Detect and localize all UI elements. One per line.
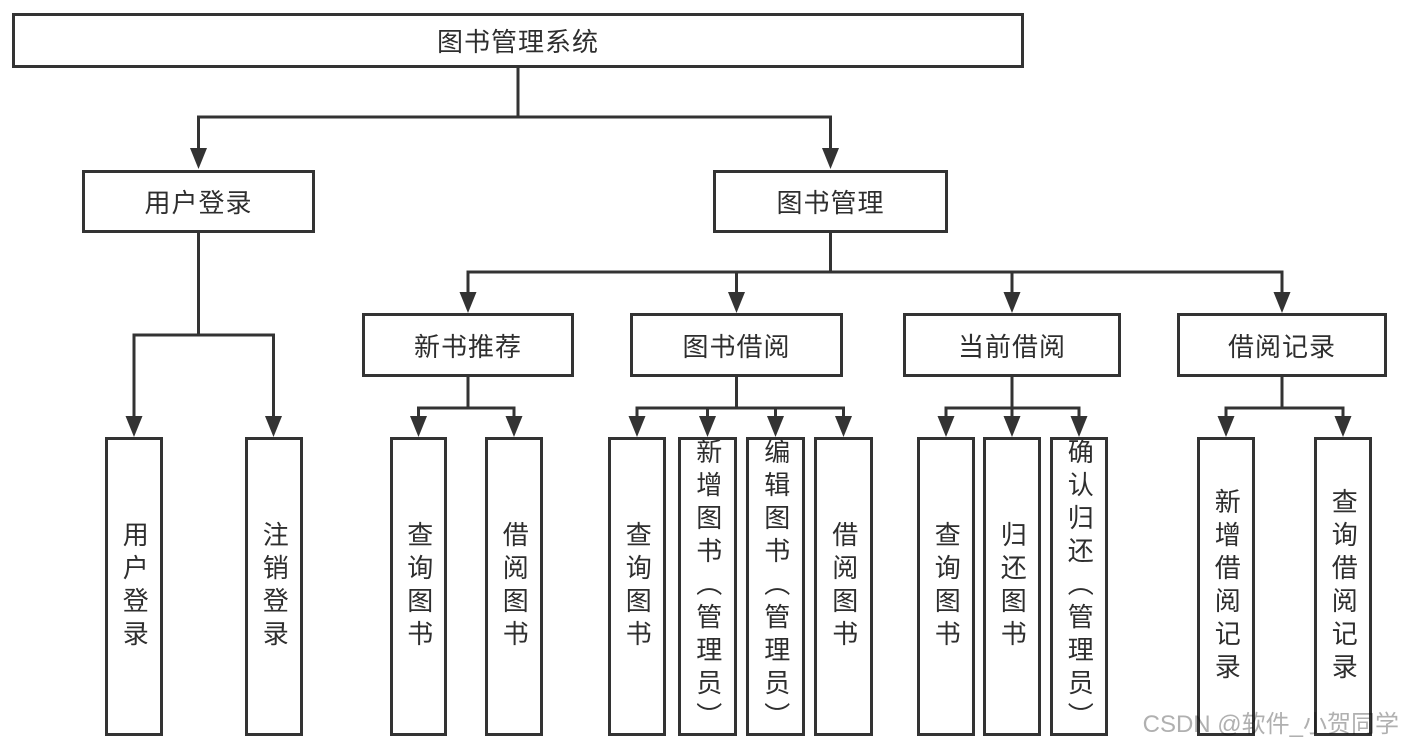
connector-book-borrow bbox=[628, 377, 852, 437]
node-leaf-query-books-recommend: 查询图书 bbox=[390, 437, 447, 736]
node-book-borrow: 图书借阅 bbox=[630, 313, 843, 377]
node-leaf-add-book-admin: 新增图书（管理员） bbox=[678, 437, 737, 736]
node-leaf-edit-book-admin: 编辑图书（管理员） bbox=[746, 437, 805, 736]
node-leaf-query-borrow-record: 查询借阅记录 bbox=[1314, 437, 1372, 736]
node-new-book-recommend: 新书推荐 bbox=[362, 313, 574, 377]
node-book-management: 图书管理 bbox=[713, 170, 948, 233]
node-leaf-logout: 注销登录 bbox=[245, 437, 303, 736]
node-leaf-confirm-return-admin: 确认归还（管理员） bbox=[1050, 437, 1108, 736]
node-leaf-borrow-books-recommend: 借阅图书 bbox=[485, 437, 543, 736]
connector-current-borrow bbox=[937, 377, 1088, 437]
node-library-system: 图书管理系统 bbox=[12, 13, 1024, 68]
node-leaf-query-books-borrow: 查询图书 bbox=[608, 437, 666, 736]
node-leaf-query-books-current: 查询图书 bbox=[917, 437, 975, 736]
node-leaf-borrow-books: 借阅图书 bbox=[814, 437, 873, 736]
connector-user-login bbox=[125, 233, 282, 437]
connector-new-book-recommend bbox=[410, 377, 523, 437]
node-leaf-return-book: 归还图书 bbox=[983, 437, 1041, 736]
node-leaf-add-borrow-record: 新增借阅记录 bbox=[1197, 437, 1255, 736]
node-user-login: 用户登录 bbox=[82, 170, 315, 233]
node-current-borrow: 当前借阅 bbox=[903, 313, 1121, 377]
csdn-watermark: CSDN @软件_小贺同学 bbox=[1142, 711, 1399, 738]
connector-borrow-records bbox=[1217, 377, 1352, 437]
node-leaf-user-login: 用户登录 bbox=[105, 437, 163, 736]
connector-root bbox=[190, 68, 839, 169]
connector-book-management bbox=[459, 233, 1291, 313]
node-borrow-records: 借阅记录 bbox=[1177, 313, 1387, 377]
